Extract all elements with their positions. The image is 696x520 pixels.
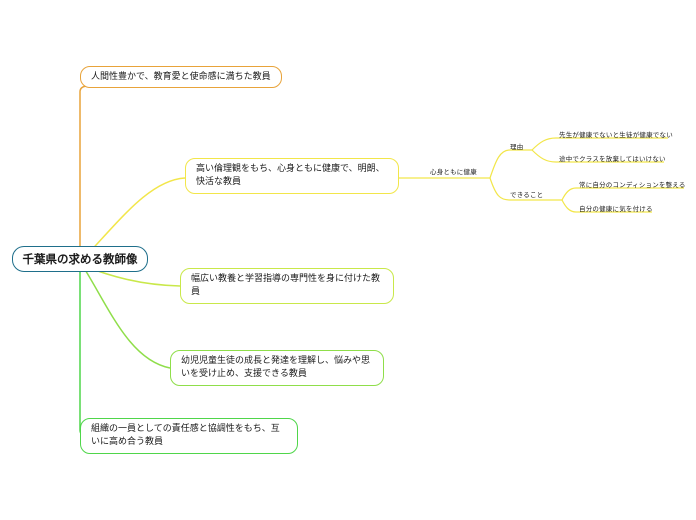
connector-item-2 bbox=[531, 149, 664, 163]
connector-branch-1 bbox=[79, 85, 89, 258]
item-node-3[interactable]: 常に自分のコンディションを整える bbox=[579, 181, 686, 189]
connector-group-1 bbox=[489, 149, 532, 179]
connector-branch-4 bbox=[83, 267, 171, 369]
topic-node[interactable]: 心身ともに健康 bbox=[430, 168, 477, 176]
branch-label-5: 組織の一員としての責任感と協調性をもち、互いに高め合う教員 bbox=[91, 424, 280, 447]
group-node-2[interactable]: できること bbox=[510, 191, 544, 199]
branch-label-3: 幅広い教養と学習指導の専門性を身に付けた教員 bbox=[191, 274, 381, 297]
item-node-4[interactable]: 自分の健康に気を付ける bbox=[579, 205, 653, 213]
branch-label-1: 人間性豊かで、教育愛と使命感に満ちた教員 bbox=[91, 71, 271, 82]
connector-item-4 bbox=[561, 199, 652, 213]
root-node[interactable]: 千葉県の求める教師像 bbox=[12, 246, 148, 272]
branch-label-2: 高い倫理観をもち、心身ともに健康で、明朗、快活な教員 bbox=[196, 164, 385, 187]
branch-node-1[interactable]: 人間性豊かで、教育愛と使命感に満ちた教員 bbox=[80, 66, 282, 88]
item-node-2[interactable]: 途中でクラスを放棄してはいけない bbox=[559, 155, 666, 163]
branch-label-4: 幼児児童生徒の成長と発達を理解し、悩みや思いを受け止め、支援できる教員 bbox=[181, 356, 371, 379]
connector-group-2 bbox=[489, 177, 562, 201]
connector-item-1 bbox=[531, 137, 668, 151]
group-node-1[interactable]: 理由 bbox=[510, 143, 524, 151]
branch-node-4[interactable]: 幼児児童生徒の成長と発達を理解し、悩みや思いを受け止め、支援できる教員 bbox=[170, 350, 384, 386]
branch-node-5[interactable]: 組織の一員としての責任感と協調性をもち、互いに高め合う教員 bbox=[80, 418, 298, 454]
branch-node-3[interactable]: 幅広い教養と学習指導の専門性を身に付けた教員 bbox=[180, 268, 394, 304]
connector-branch-2 bbox=[83, 177, 186, 259]
connector-item-3 bbox=[561, 187, 684, 201]
item-node-1[interactable]: 先生が健康でないと生徒が健康でない bbox=[559, 131, 673, 139]
connector-branch-5 bbox=[79, 270, 89, 437]
branch-node-2[interactable]: 高い倫理観をもち、心身ともに健康で、明朗、快活な教員 bbox=[185, 158, 399, 194]
root-label: 千葉県の求める教師像 bbox=[22, 252, 138, 266]
